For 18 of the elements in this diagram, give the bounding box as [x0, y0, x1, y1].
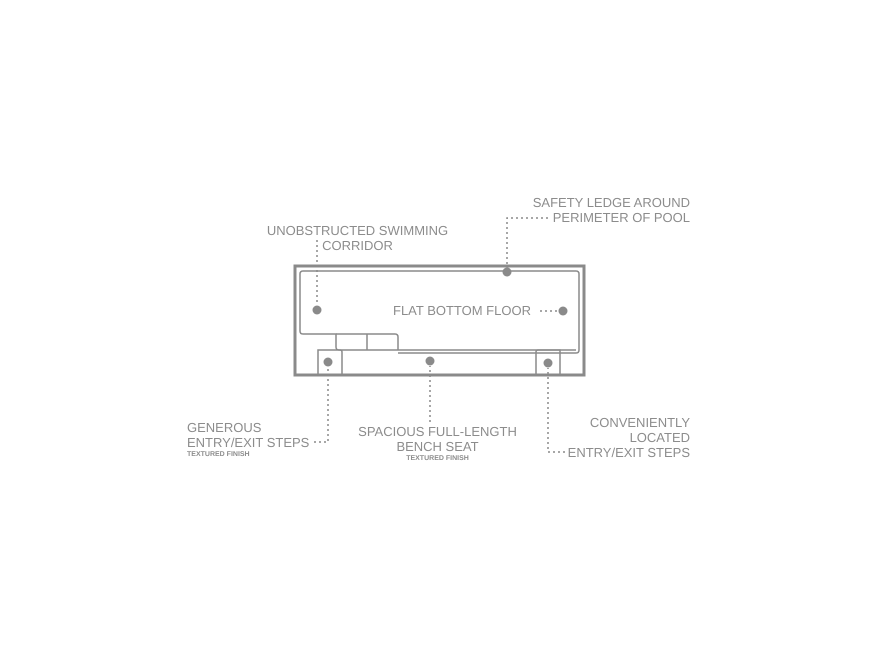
leader-line [316, 239, 318, 305]
callout-text: FLAT BOTTOM FLOOR [393, 303, 532, 318]
callout-dot [502, 268, 512, 276]
callout-dot [426, 356, 434, 366]
callout-text: GENEROUS ENTRY/EXIT STEPS [187, 420, 310, 450]
leader-line [540, 310, 558, 312]
leader-line [506, 217, 548, 267]
callout-dot [324, 358, 332, 366]
leader-line [547, 368, 565, 453]
callout-dot [544, 358, 552, 368]
callout-text: UNOBSTRUCTED SWIMMING CORRIDOR [266, 223, 450, 253]
leader-line [314, 367, 329, 443]
callout-text: SAFETY LEDGE AROUND PERIMETER OF POOL [532, 195, 690, 225]
callout-dot [312, 306, 322, 314]
callout-text: CONVENIENTLY LOCATED ENTRY/EXIT STEPS [566, 415, 690, 460]
callout-dot [558, 306, 568, 316]
leader-line [429, 366, 431, 423]
callout-text: SPACIOUS FULL-LENGTH BENCH SEAT [357, 424, 518, 454]
